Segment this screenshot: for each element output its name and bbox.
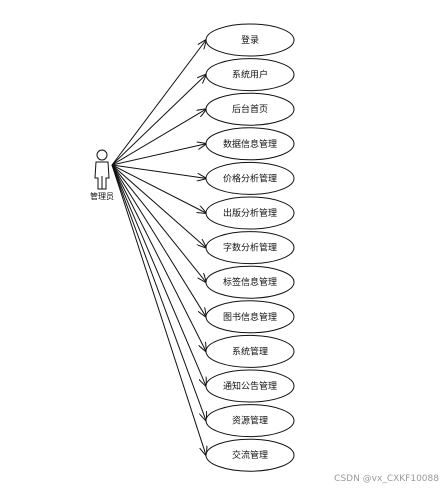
- association-arrow-12: [111, 164, 206, 421]
- association-arrow-7: [111, 164, 206, 248]
- use-case-label: 出版分析管理: [223, 207, 277, 219]
- use-case-group: 登录系统用户后台首页数据信息管理价格分析管理出版分析管理字数分析管理标签信息管理…: [205, 23, 295, 472]
- association-arrow-5: [111, 164, 206, 178]
- use-case-label: 价格分析管理: [223, 172, 277, 184]
- use-case-5[interactable]: 价格分析管理: [205, 161, 295, 195]
- use-case-label: 资源管理: [232, 415, 268, 427]
- use-case-label: 后台首页: [232, 103, 268, 115]
- use-case-ellipse: [205, 196, 295, 230]
- association-arrow-13: [111, 164, 206, 455]
- association-arrow-10: [111, 164, 206, 351]
- use-case-label: 字数分析管理: [223, 242, 277, 254]
- use-case-12[interactable]: 资源管理: [205, 404, 295, 438]
- use-case-label: 图书信息管理: [223, 311, 277, 323]
- use-case-ellipse: [205, 369, 295, 403]
- use-case-ellipse: [205, 23, 295, 57]
- use-case-ellipse: [205, 404, 295, 438]
- use-case-10[interactable]: 系统管理: [205, 334, 295, 368]
- association-arrow-6: [111, 164, 206, 213]
- stick-figure-icon: [94, 149, 110, 190]
- use-case-label: 登录: [241, 35, 259, 46]
- use-case-label: 系统管理: [232, 345, 268, 357]
- association-arrow-9: [111, 164, 206, 317]
- actor-label: 管理员: [90, 191, 114, 201]
- use-case-label: 通知公告管理: [223, 380, 277, 392]
- use-case-7[interactable]: 字数分析管理: [205, 231, 295, 265]
- use-case-ellipse: [205, 161, 295, 195]
- use-case-ellipse: [205, 127, 295, 161]
- association-arrow-3: [111, 109, 206, 166]
- use-case-13[interactable]: 交流管理: [205, 438, 295, 472]
- use-case-2[interactable]: 系统用户: [205, 58, 295, 92]
- association-arrow-8: [111, 164, 206, 282]
- use-case-label: 交流管理: [232, 449, 268, 461]
- use-case-11[interactable]: 通知公告管理: [205, 369, 295, 403]
- actor-administrator[interactable]: 管理员: [90, 149, 114, 201]
- use-case-ellipse: [205, 438, 295, 472]
- use-case-1[interactable]: 登录: [205, 23, 295, 57]
- use-case-3[interactable]: 后台首页: [205, 92, 295, 126]
- watermark-text: CSDN @vx_CXKF10088: [334, 474, 439, 484]
- association-arrow-11: [111, 164, 206, 386]
- use-case-ellipse: [205, 265, 295, 299]
- use-case-8[interactable]: 标签信息管理: [205, 265, 295, 299]
- use-case-ellipse: [205, 58, 295, 92]
- use-case-6[interactable]: 出版分析管理: [205, 196, 295, 230]
- use-case-4[interactable]: 数据信息管理: [205, 127, 295, 161]
- use-case-label: 标签信息管理: [223, 276, 277, 288]
- use-case-9[interactable]: 图书信息管理: [205, 300, 295, 334]
- association-arrow-1: [111, 40, 206, 166]
- use-case-ellipse: [205, 300, 295, 334]
- use-case-label: 系统用户: [232, 69, 268, 81]
- use-case-ellipse: [205, 231, 295, 265]
- use-case-ellipse: [205, 334, 295, 368]
- association-lines: [111, 40, 206, 455]
- association-arrow-2: [111, 75, 206, 166]
- use-case-ellipse: [205, 92, 295, 126]
- use-case-label: 数据信息管理: [223, 138, 277, 150]
- association-arrow-4: [111, 144, 206, 166]
